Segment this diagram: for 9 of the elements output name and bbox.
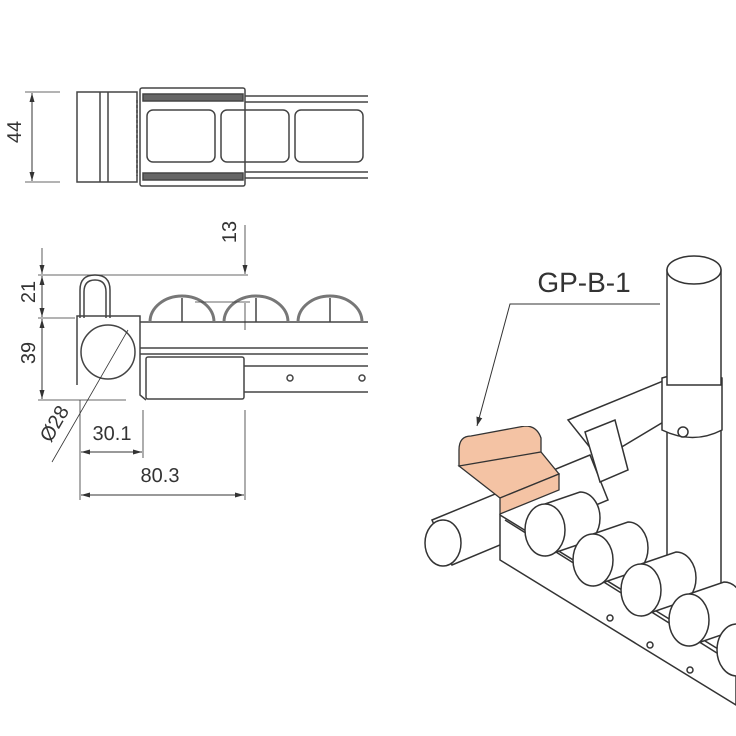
leader-line [476,304,660,426]
dimension-value: 80.3 [140,466,180,486]
dimension-value: 21 [19,280,39,306]
dimension-value: 44 [5,120,25,146]
part-label: GP-B-1 [537,269,631,297]
dimension-value: 30.1 [92,424,132,444]
bracket-part [455,426,563,516]
dimension-value: 39 [19,340,39,366]
dimension-value: 13 [220,220,240,246]
